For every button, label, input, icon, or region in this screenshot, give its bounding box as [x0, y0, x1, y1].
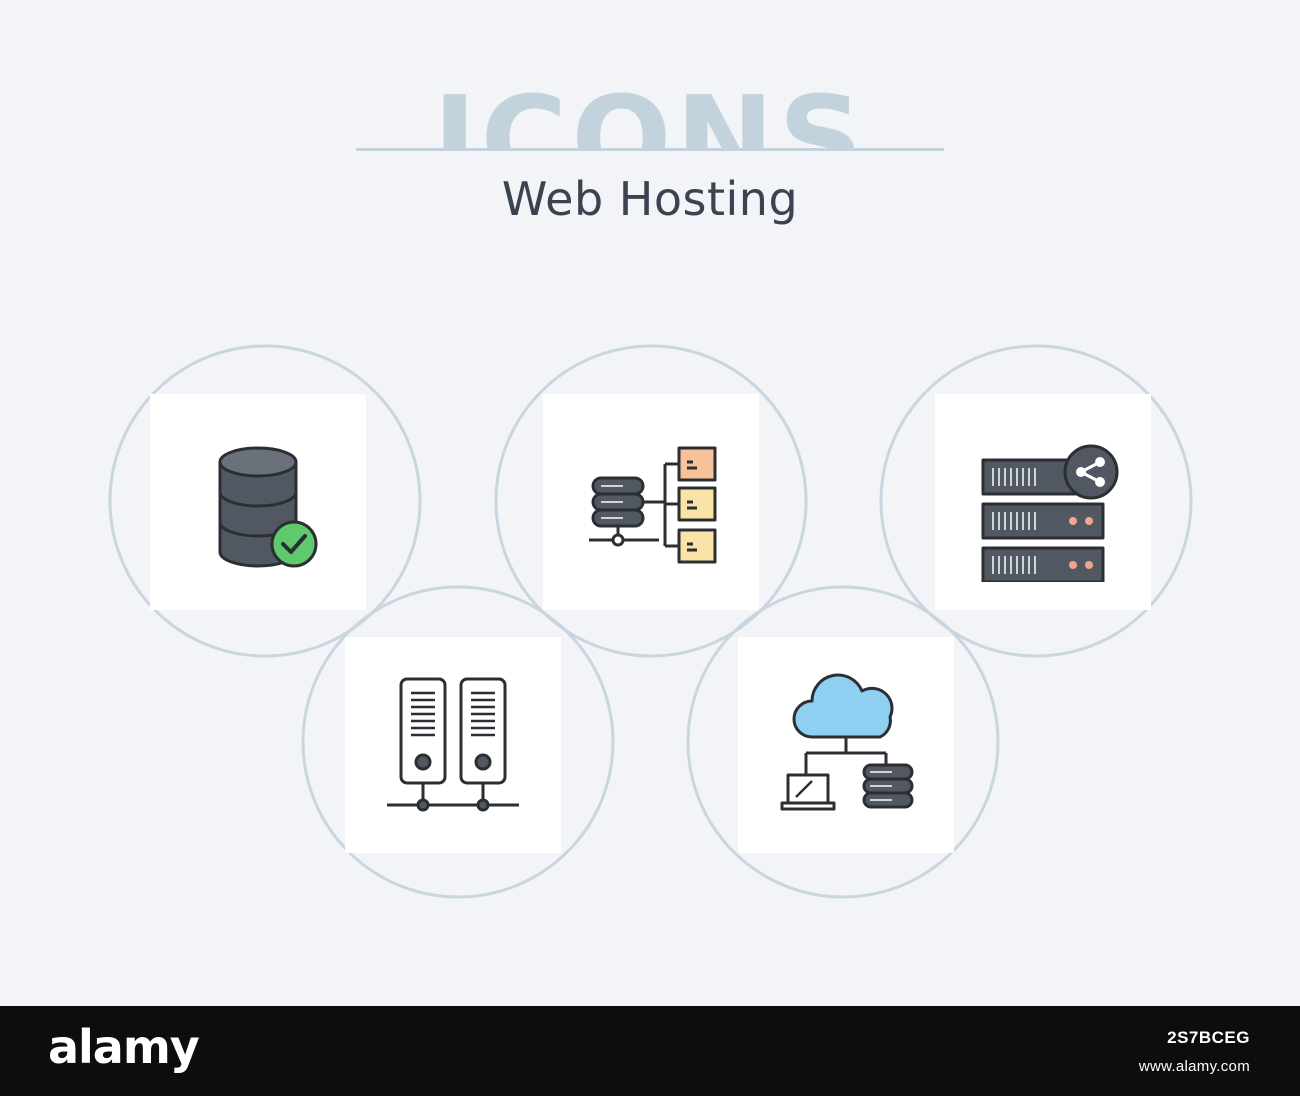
ring-3 [879, 344, 1193, 658]
ring-4 [301, 585, 615, 899]
footer-site-link[interactable]: www.alamy.com [1138, 1058, 1250, 1075]
ring-5 [686, 585, 1000, 899]
tile-cloud-hosting[interactable] [738, 637, 954, 853]
footer-brand-logo[interactable]: alamy [48, 1020, 200, 1074]
tile-network-servers[interactable] [345, 637, 561, 853]
tile-server-network[interactable] [543, 394, 759, 610]
tile-server-share[interactable] [935, 394, 1151, 610]
ring-2 [494, 344, 808, 658]
server-share-icon [981, 444, 1119, 582]
header-watermark-word: ICONS [0, 64, 1300, 150]
tile-database-check[interactable] [150, 394, 366, 610]
ring-1 [108, 344, 422, 658]
decorative-rings [108, 344, 1193, 899]
header-word-text: ICONS [432, 70, 868, 150]
cloud-hosting-icon [780, 673, 914, 811]
database-check-icon [218, 446, 318, 568]
page-title: Web Hosting [501, 172, 799, 226]
footer-bar: alamy 2S7BCEG www.alamy.com [0, 1006, 1300, 1096]
network-servers-icon [387, 677, 519, 812]
header-divider [356, 148, 944, 151]
footer-image-code: 2S7BCEG [1167, 1028, 1250, 1047]
server-network-folders-icon [589, 446, 717, 564]
